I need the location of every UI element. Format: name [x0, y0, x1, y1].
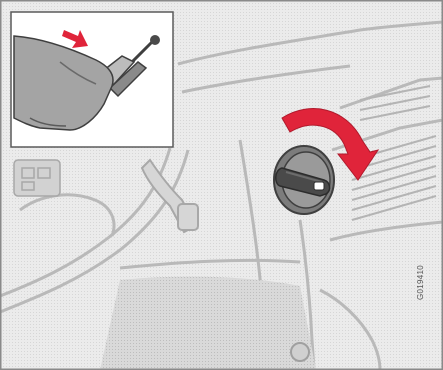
rotary-knob-icon[interactable]: [274, 146, 334, 214]
pedal-inset: [11, 12, 173, 147]
switch-panel: [14, 160, 60, 196]
figure-code: G019410: [416, 265, 425, 300]
console-knob: [291, 343, 309, 361]
lower-console: [100, 277, 316, 370]
